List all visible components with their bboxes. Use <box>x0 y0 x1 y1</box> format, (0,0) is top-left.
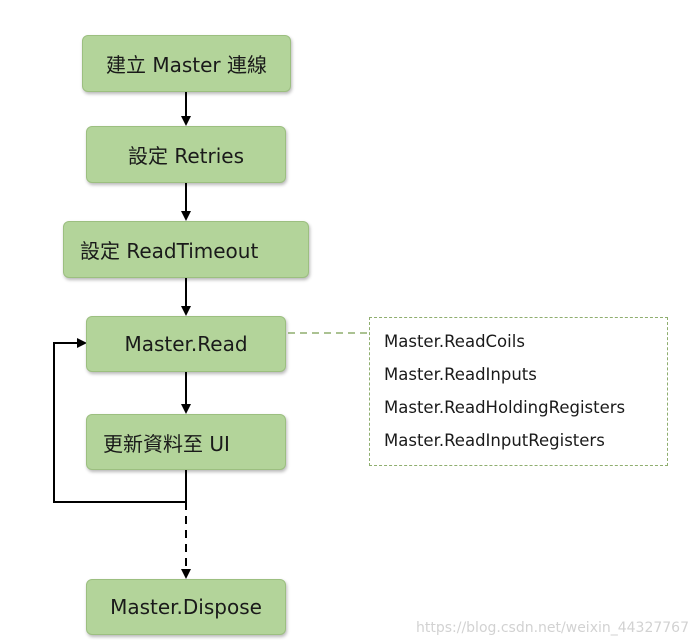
step-set-retries: 設定 Retries <box>86 126 286 183</box>
loop-back-arrow <box>53 338 187 503</box>
step-label: Master.Dispose <box>110 595 262 619</box>
step-master-dispose: Master.Dispose <box>86 579 286 635</box>
step-set-read-timeout: 設定 ReadTimeout <box>63 221 309 278</box>
step-label: Master.Read <box>124 332 248 356</box>
read-method-item: Master.ReadInputs <box>384 365 537 384</box>
read-methods-box: Master.ReadCoils Master.ReadInputs Maste… <box>369 317 668 466</box>
read-method-item: Master.ReadCoils <box>384 332 525 351</box>
step-label: 設定 Retries <box>127 144 244 168</box>
read-method-item: Master.ReadInputRegisters <box>384 431 605 450</box>
read-method-item: Master.ReadHoldingRegisters <box>384 398 626 417</box>
watermark-text: https://blog.csdn.net/weixin_44327767 <box>415 620 689 636</box>
step-label: 更新資料至 UI <box>103 431 230 456</box>
step-update-ui: 更新資料至 UI <box>86 414 286 470</box>
step-label: 建立 Master 連線 <box>105 53 267 77</box>
step-master-read: Master.Read <box>86 316 286 372</box>
step-label: 設定 ReadTimeout <box>80 239 259 263</box>
step-connect-master: 建立 Master 連線 <box>82 35 291 92</box>
